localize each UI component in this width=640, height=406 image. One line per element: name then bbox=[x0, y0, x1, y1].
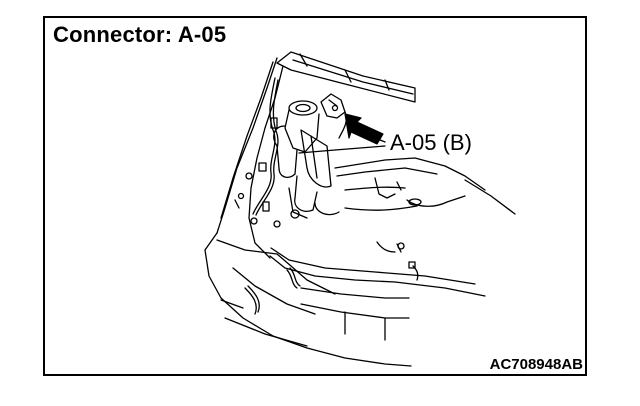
figure-id: AC708948AB bbox=[489, 356, 583, 373]
callout-leader bbox=[299, 128, 385, 153]
fastener-hardware bbox=[235, 194, 418, 281]
engine-cowl bbox=[335, 158, 515, 214]
wiring-harness bbox=[246, 78, 278, 224]
diagram-title: Connector: A-05 bbox=[53, 22, 227, 47]
callout-label: A-05 (B) bbox=[388, 130, 474, 156]
left-fender bbox=[217, 58, 283, 258]
radiator-support bbox=[270, 242, 485, 296]
callout-arrow bbox=[345, 114, 383, 144]
fluid-reservoir bbox=[274, 126, 339, 218]
diagram-frame: Connector: A-05 A-05 (B) AC708948AB bbox=[43, 16, 587, 376]
connector-a05 bbox=[321, 94, 346, 138]
front-bumper bbox=[205, 233, 411, 366]
engine-bay-illustration bbox=[45, 18, 587, 376]
hood-panel bbox=[277, 52, 415, 102]
strut-tower bbox=[285, 101, 319, 152]
